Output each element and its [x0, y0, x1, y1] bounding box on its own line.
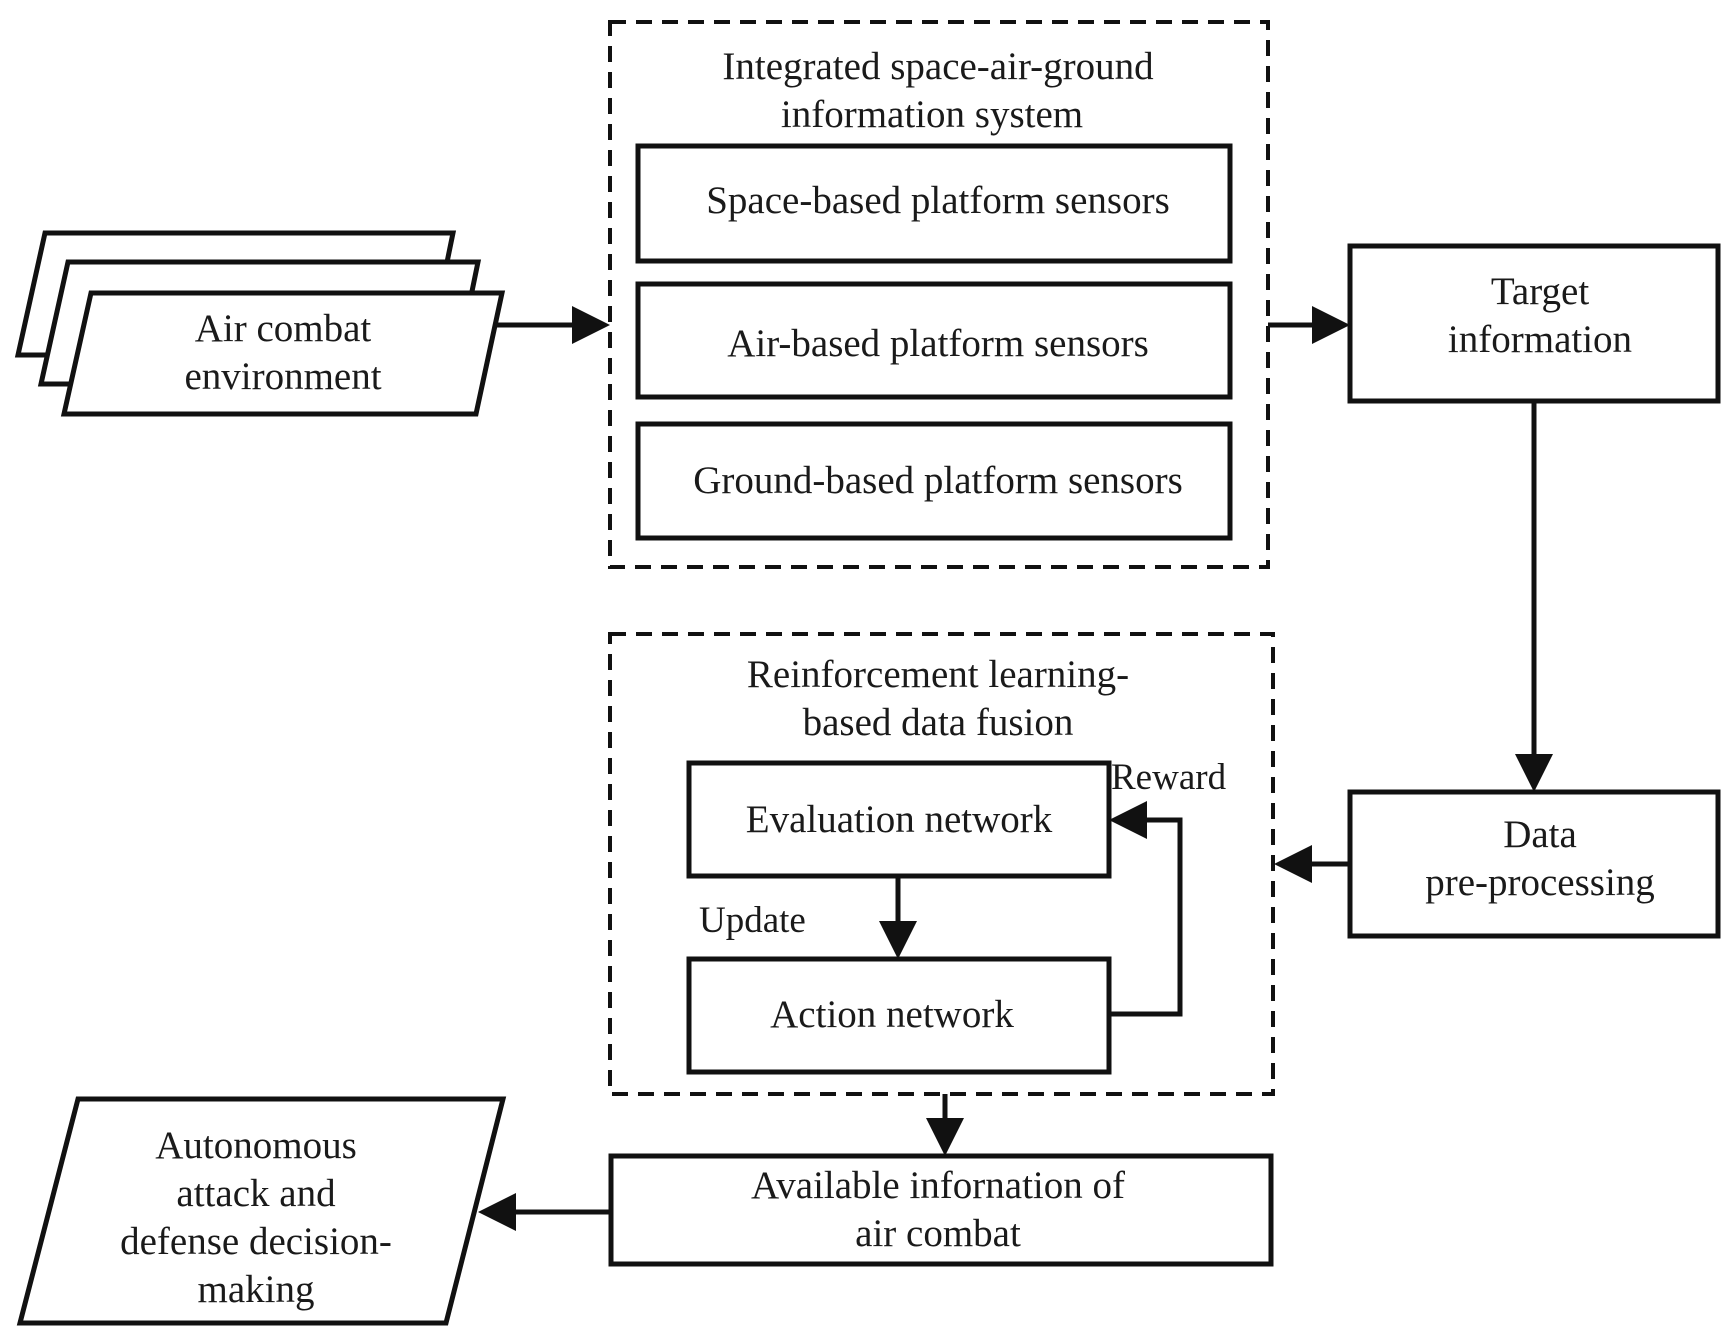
env-stack-front: [60, 290, 506, 417]
action-network-label: Action network: [770, 993, 1014, 1036]
env-label-line-2: environment: [184, 355, 381, 398]
decision-making-line-1: Autonomous: [155, 1124, 357, 1167]
target-information-box: [1347, 243, 1721, 404]
connectors: [478, 306, 1553, 1231]
env-label-line-1: Air combat: [195, 307, 372, 350]
data-preprocessing-line-1: Data: [1503, 813, 1577, 856]
edge-action-to-evaluation-reward: [1109, 817, 1183, 1017]
data-preprocessing-line-2: pre-processing: [1425, 861, 1655, 904]
target-information-node: Target information: [1347, 243, 1721, 404]
rl-data-fusion-title-line-2: based data fusion: [803, 701, 1074, 744]
arrowhead-evaluation-to-action: [879, 921, 917, 959]
arrowhead-integrated-to-target: [1312, 306, 1350, 344]
ground-sensors-box: [635, 421, 1233, 541]
space-sensors-box: [635, 143, 1233, 264]
arrowhead-action-to-evaluation-reward: [1109, 801, 1147, 839]
integrated-system-title-line-2: information system: [781, 93, 1083, 136]
target-information-line-1: Target: [1491, 270, 1590, 313]
arrowhead-available-to-decision: [478, 1193, 516, 1231]
air-sensors-box: [635, 281, 1233, 400]
space-sensors-label: Space-based platform sensors: [706, 179, 1170, 222]
rl-data-fusion-title-line-1: Reinforcement learning-: [747, 653, 1129, 696]
available-information-line-1: Available infornation of: [751, 1164, 1125, 1207]
arrowhead-env-to-integrated: [572, 306, 610, 344]
available-information-line-2: air combat: [855, 1212, 1021, 1255]
rl-data-fusion-dashed-border: [608, 632, 1275, 1096]
ground-sensors-label: Ground-based platform sensors: [693, 459, 1183, 502]
integrated-system-group: Integrated space-air-ground information …: [608, 20, 1270, 569]
integrated-system-dashed-border: [608, 20, 1270, 569]
decision-making-parallelogram: [16, 1096, 507, 1326]
arrowhead-target-to-preprocessing: [1515, 754, 1553, 792]
data-preprocessing-node: Data pre-processing: [1347, 789, 1721, 939]
integrated-system-title-line-1: Integrated space-air-ground: [722, 45, 1154, 88]
target-information-line-2: information: [1448, 318, 1632, 361]
air-combat-environment-node: Air combat environment: [14, 230, 506, 417]
decision-making-line-4: making: [198, 1268, 315, 1311]
available-information-box: [608, 1153, 1274, 1267]
decision-making-line-3: defense decision-: [120, 1220, 392, 1263]
rl-data-fusion-group: Reinforcement learning- based data fusio…: [608, 632, 1275, 1096]
arrowhead-rl-to-available: [926, 1118, 964, 1156]
action-network-box: [686, 956, 1112, 1075]
decision-making-line-2: attack and: [176, 1172, 336, 1215]
update-label: Update: [699, 900, 806, 941]
decision-making-node: Autonomous attack and defense decision- …: [16, 1096, 507, 1326]
reward-label: Reward: [1111, 757, 1227, 798]
available-information-node: Available infornation of air combat: [608, 1153, 1274, 1267]
air-sensors-label: Air-based platform sensors: [727, 322, 1149, 365]
evaluation-network-label: Evaluation network: [746, 798, 1053, 841]
arrowhead-preprocessing-to-rl: [1274, 845, 1312, 883]
